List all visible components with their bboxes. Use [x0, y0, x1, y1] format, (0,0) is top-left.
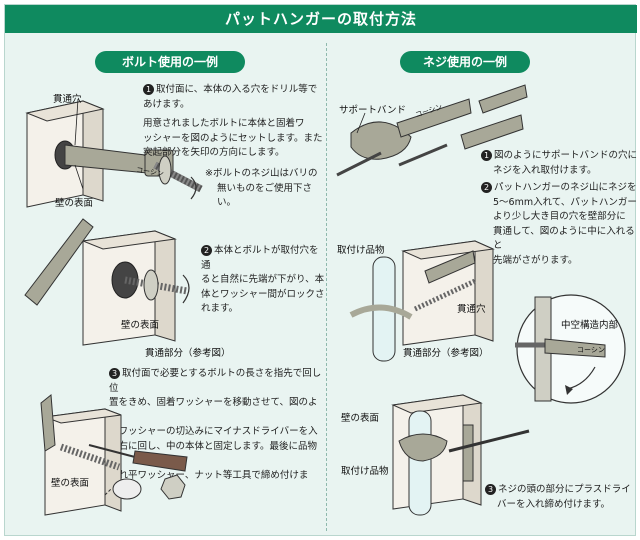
label-support-band: サポートバンド [339, 105, 406, 116]
illustration-bolt-step1 [25, 98, 203, 208]
screwdriver-right [448, 429, 530, 453]
illustration-bolt-step2 [24, 218, 190, 346]
label-through-part-right: 貫通部分（参考図） [403, 348, 489, 359]
label-through-hole-right: 貫通穴 [457, 304, 486, 315]
screw-2 [413, 278, 477, 312]
brand-mark-3: コーシン [577, 346, 605, 354]
screwdriver-handle [132, 450, 188, 472]
screw-1b [398, 143, 448, 167]
bolt-note: ※ボルトのネジ山はバリの 無いものをご使用下さい。 [205, 168, 318, 208]
label-through-part: 貫通部分（参考図） [145, 348, 231, 359]
illustration-screw-step1 [336, 84, 528, 177]
hanger-2 [424, 250, 476, 284]
hanger-body-2 [24, 218, 94, 306]
bolt-2 [124, 276, 188, 295]
label-hollow-inside: 中空構造内部 [561, 320, 619, 331]
hanger-3 [462, 424, 474, 482]
rotation-arrow-1 [190, 176, 197, 200]
band-3 [398, 433, 448, 462]
label-fixture-2: 取付け品物 [341, 466, 389, 477]
pipe-2 [408, 410, 432, 516]
hanger-top-1 [396, 98, 472, 138]
flat-washer [112, 478, 142, 500]
screw-1a [336, 151, 382, 177]
hanger-inset [544, 338, 606, 358]
washer-2 [143, 269, 159, 301]
nut [160, 474, 186, 500]
label-wall-surface-right: 壁の表面 [341, 413, 380, 424]
section-heading-screw: ネジ使用の一例 [400, 51, 530, 73]
band-2 [349, 304, 413, 320]
label-wall-surface-1: 壁の表面 [55, 198, 94, 209]
illustration-screw-step2 [349, 240, 495, 362]
screwdriver-shaft [88, 444, 136, 458]
wall-block-3 [44, 408, 122, 516]
washer-1 [158, 155, 172, 185]
label-wall-surface-3: 壁の表面 [51, 478, 90, 489]
rotation-arrow-2 [182, 274, 190, 304]
section-heading-bolt: ボルト使用の一例 [95, 51, 245, 73]
illustration-bolt-step3 [40, 394, 188, 516]
illustration-screw-step3 [391, 394, 530, 516]
hanger-body-3 [40, 394, 56, 452]
hanger-top-3 [478, 84, 528, 114]
label-fixture-1: 取付け品物 [337, 245, 385, 256]
support-band [350, 121, 412, 160]
hanger-top-2 [460, 114, 524, 150]
label-through-hole: 貫通穴 [53, 94, 82, 105]
inset-hollow-detail [515, 294, 626, 404]
page-title: パットハンガーの取付方法 [5, 5, 637, 33]
label-wall-surface-2: 壁の表面 [121, 320, 160, 331]
column-divider [326, 43, 327, 531]
